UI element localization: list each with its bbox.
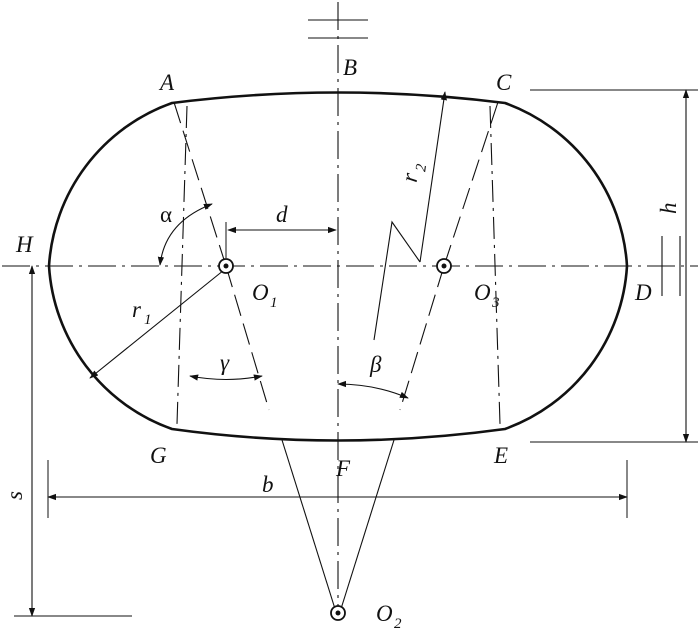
angle-beta-arc <box>337 380 409 399</box>
label-point-e: E <box>493 443 508 468</box>
line-e-o2 <box>339 439 395 613</box>
angle-alpha-arc <box>157 203 213 266</box>
label-point-h: H <box>15 232 34 257</box>
svg-text:2: 2 <box>413 163 430 173</box>
label-dim-d: d <box>276 202 288 227</box>
label-point-a: A <box>158 70 175 95</box>
svg-text:2: 2 <box>394 616 402 632</box>
center-o1-marker <box>218 258 234 274</box>
break-zigzag <box>373 220 421 341</box>
svg-text:O: O <box>376 601 393 626</box>
centerline-c-e <box>489 105 501 425</box>
label-dim-s: s <box>2 491 27 500</box>
centerline-a-g <box>176 105 188 425</box>
svg-text:O: O <box>252 280 269 305</box>
label-point-c: C <box>496 70 512 95</box>
svg-text:r: r <box>132 297 142 322</box>
center-o3-marker <box>436 258 452 274</box>
line-g-o2 <box>281 439 337 613</box>
label-radius-r2: r 2 <box>397 163 430 184</box>
svg-text:r: r <box>397 170 423 183</box>
label-point-g: G <box>150 443 167 468</box>
label-dim-b: b <box>262 472 274 497</box>
label-center-o3: O 3 <box>474 280 500 311</box>
label-point-b: B <box>343 55 357 80</box>
svg-text:1: 1 <box>144 312 152 328</box>
label-point-d: D <box>634 280 652 305</box>
center-o2-marker <box>330 605 346 621</box>
svg-text:3: 3 <box>491 295 500 311</box>
label-center-o1: O 1 <box>252 280 278 311</box>
line-o1-gamma <box>225 265 270 411</box>
label-dim-h: h <box>656 203 681 215</box>
radius-r1-arrow <box>89 269 225 379</box>
label-center-o2: O 2 <box>376 601 402 632</box>
label-angle-beta: β <box>369 352 382 377</box>
label-radius-r1: r 1 <box>132 297 152 328</box>
label-point-f: F <box>335 456 351 481</box>
line-o1-a <box>171 95 227 267</box>
cam-outline <box>47 91 629 442</box>
svg-text:1: 1 <box>270 295 278 311</box>
radius-r2-arrow <box>419 91 447 263</box>
angle-gamma-arc <box>189 374 263 381</box>
label-angle-gamma: γ <box>220 350 230 375</box>
label-angle-alpha: α <box>160 202 172 227</box>
line-o3-c <box>443 95 501 267</box>
line-o3-beta <box>399 265 445 411</box>
svg-text:O: O <box>474 280 491 305</box>
